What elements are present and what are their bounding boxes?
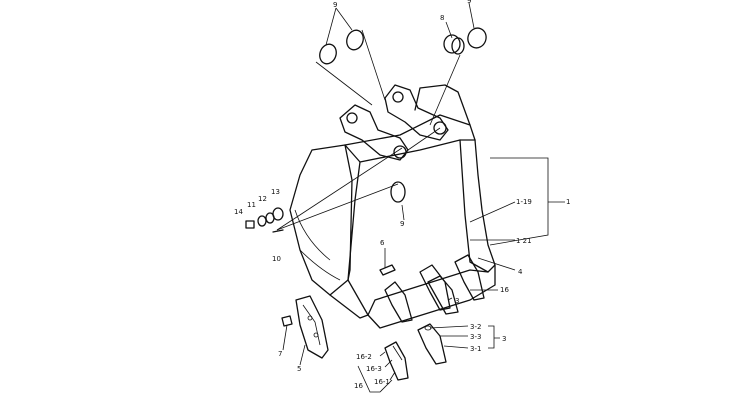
callout-16-3: 16-3 (366, 365, 382, 373)
callout-13: 13 (271, 188, 280, 196)
callout-3-3: 3-3 (470, 333, 481, 341)
callout-1: 1 (566, 198, 570, 206)
callout-9-right-top: 9 (467, 0, 471, 5)
callout-3-2: 3-2 (470, 323, 481, 331)
exploded-tooth (417, 323, 447, 365)
bucket-body (289, 84, 496, 329)
side-cutter (281, 295, 329, 359)
upper-seals (319, 27, 487, 203)
callout-5: 5 (297, 365, 301, 373)
callout-16: 16 (500, 286, 509, 294)
callout-4: 4 (518, 268, 523, 276)
callout-9-top: 9 (333, 1, 337, 9)
callout-8: 8 (440, 14, 444, 22)
exploded-adapter (384, 341, 409, 381)
teeth-adapters (384, 254, 485, 323)
callout-3-1: 3-1 (470, 345, 481, 353)
callout-11: 11 (247, 201, 256, 209)
bucket-brackets (339, 84, 449, 161)
callout-16-2: 16-2 (356, 353, 372, 361)
callout-16-group: 16 (354, 382, 363, 390)
callout-14: 14 (234, 208, 243, 216)
callout-1-19: 1-19 (516, 198, 532, 206)
callout-3: 3 (455, 297, 459, 305)
callout-16-1: 16-1 (374, 378, 390, 386)
callout-1-21: 1 21 (516, 237, 532, 245)
callout-6: 6 (380, 239, 385, 247)
callout-7: 7 (278, 350, 282, 358)
callout-3-group: 3 (502, 335, 506, 343)
leader-lines (276, 2, 565, 393)
callout-9-middle: 9 (400, 220, 404, 228)
pin-hardware (245, 207, 396, 276)
callout-12: 12 (258, 195, 267, 203)
callout-10: 10 (272, 255, 281, 263)
callout-labels: 9 9 9 8 1-19 1 1 21 4 6 16 3 3-2 3-3 3-1… (234, 0, 570, 390)
